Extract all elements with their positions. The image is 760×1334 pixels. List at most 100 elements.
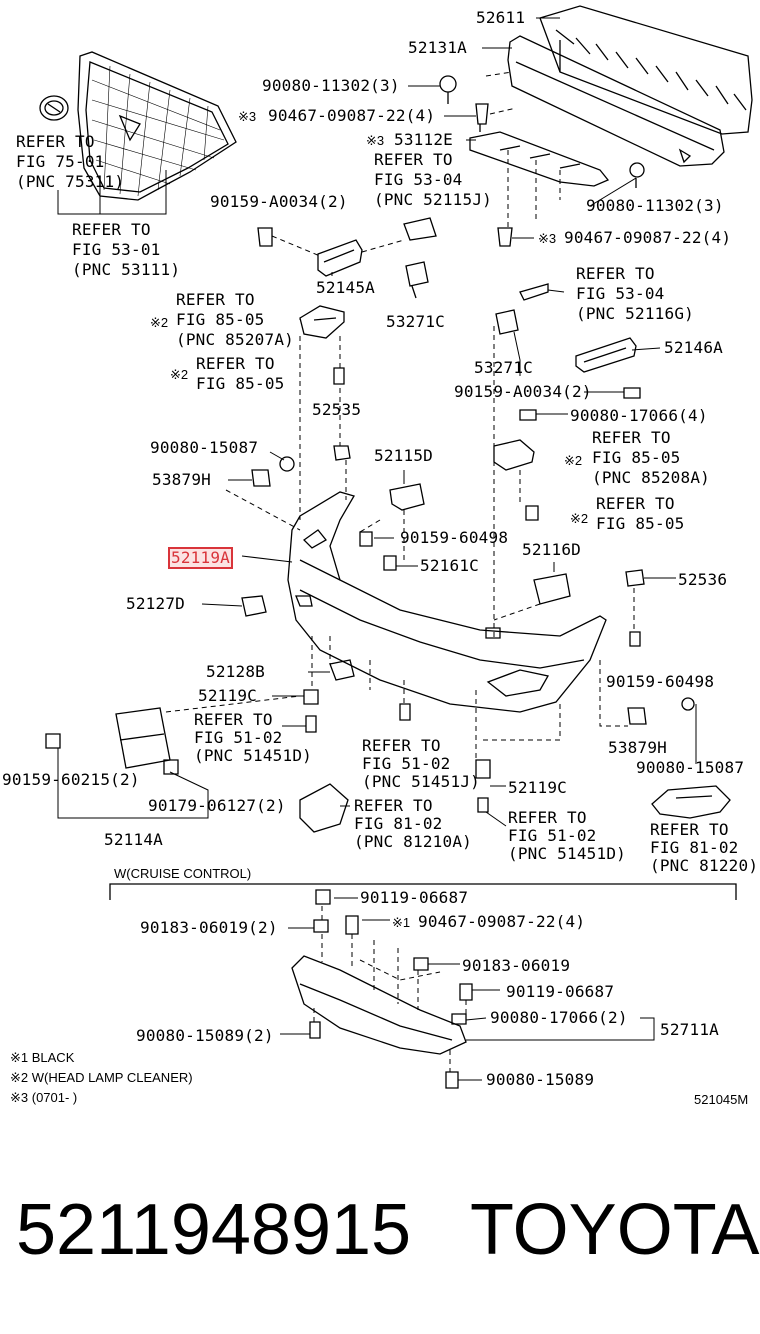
ref-fig51-02-b-1: REFER TO	[362, 736, 441, 755]
label-nut-17066-a: 90080-17066(4)	[570, 406, 708, 425]
ref-fig53-04-b-1: REFER TO	[576, 264, 655, 283]
label-screw-60498-b: 90159-60498	[606, 672, 715, 691]
footnote-1: ※1 BLACK	[10, 1050, 75, 1065]
ref-fig85-05-a-2: FIG 85-05	[176, 310, 265, 329]
ref-fig81-02-b-3: (PNC 81220)	[650, 856, 759, 875]
label-52131a: 52131A	[408, 38, 467, 57]
ref-fig85-05-c-3: (PNC 85208A)	[592, 468, 710, 487]
ref-fig85-05-c-1: REFER TO	[592, 428, 671, 447]
label-52119a-highlighted[interactable]: 52119A	[168, 547, 233, 569]
ref-fig81-02-a-2: FIG 81-02	[354, 814, 443, 833]
diagram-drawing	[39, 5, 753, 1089]
label-nut-06019-a: 90183-06019(2)	[140, 918, 278, 937]
ref-fig81-02-a-1: REFER TO	[354, 796, 433, 815]
label-52115d: 52115D	[374, 446, 433, 465]
label-53271c-b: 53271C	[474, 358, 533, 377]
ref-fig85-05-a-1: REFER TO	[176, 290, 255, 309]
ref-fig81-02-b-1: REFER TO	[650, 820, 729, 839]
note-mark-2d: ※2	[570, 511, 589, 526]
ref-fig75-2: FIG 75-01	[16, 152, 105, 171]
label-52536: 52536	[678, 570, 728, 589]
label-53271c-a: 53271C	[386, 312, 445, 331]
ref-fig53-04-a-1: REFER TO	[374, 150, 453, 169]
ref-fig85-05-d-2: FIG 85-05	[596, 514, 685, 533]
label-52146a: 52146A	[664, 338, 723, 357]
label-53879h-b: 53879H	[608, 738, 667, 757]
label-52116d: 52116D	[522, 540, 581, 559]
footnote-3: ※3 (0701- )	[10, 1090, 78, 1105]
label-52119c-a: 52119C	[198, 686, 257, 705]
label-screw-15089-left: 90080-15089(2)	[136, 1026, 274, 1045]
bumper-cover-drawing	[287, 491, 607, 713]
label-52535: 52535	[312, 400, 362, 419]
note-mark-1: ※1	[392, 915, 411, 930]
energy-absorber-drawing	[539, 5, 753, 135]
label-nut-17066-b: 90080-17066(2)	[490, 1008, 628, 1027]
label-screw-a34-left: 90159-A0034(2)	[210, 192, 348, 211]
note-mark-2a: ※2	[150, 315, 169, 330]
figure-code: 521045M	[694, 1092, 749, 1107]
label-screw-15089-right: 90080-15089	[486, 1070, 595, 1089]
brand-name: TOYOTA	[470, 1190, 760, 1270]
label-clip-bottom: 90467-09087-22(4)	[418, 912, 586, 931]
ref-fig85-05-b-1: REFER TO	[196, 354, 275, 373]
label-52711a: 52711A	[660, 1020, 719, 1039]
label-52145a: 52145A	[316, 278, 375, 297]
label-screw-60215: 90159-60215(2)	[2, 770, 140, 789]
label-52161c: 52161C	[420, 556, 479, 575]
ref-fig51-02-a-2: FIG 51-02	[194, 728, 283, 747]
label-52114a: 52114A	[104, 830, 163, 849]
label-52127d: 52127D	[126, 594, 185, 613]
ref-fig53-04-b-3: (PNC 52116G)	[576, 304, 694, 323]
note-mark-3b: ※3	[366, 133, 385, 148]
ref-fig85-05-b-2: FIG 85-05	[196, 374, 285, 393]
ref-fig75-3: (PNC 75311)	[16, 172, 125, 191]
emblem-drawing	[39, 95, 69, 121]
ref-fig53-04-a-3: (PNC 52115J)	[374, 190, 492, 209]
note-mark-3c: ※3	[538, 231, 557, 246]
label-bolt-06687-a: 90119-06687	[360, 888, 469, 907]
ref-fig53-01-2: FIG 53-01	[72, 240, 161, 259]
grille-drawing	[77, 51, 237, 201]
parts-diagram: 52611 52131A 90080-11302(3) ※3 90467-090…	[2, 5, 759, 1107]
label-clip-right: 90467-09087-22(4)	[564, 228, 732, 247]
ref-fig85-05-d-1: REFER TO	[596, 494, 675, 513]
ref-fig53-01-3: (PNC 53111)	[72, 260, 181, 279]
ref-fig53-04-a-2: FIG 53-04	[374, 170, 463, 189]
label-bolt-top: 90080-11302(3)	[262, 76, 400, 95]
ref-fig75-1: REFER TO	[16, 132, 95, 151]
ref-fig51-02-b-2: FIG 51-02	[362, 754, 451, 773]
ref-fig51-02-c-3: (PNC 51451D)	[508, 844, 626, 863]
ref-fig51-02-a-3: (PNC 51451D)	[194, 746, 312, 765]
ref-fig53-01-1: REFER TO	[72, 220, 151, 239]
under-cover-drawing	[291, 955, 467, 1055]
note-mark-3a: ※3	[238, 109, 257, 124]
label-53112e: 53112E	[394, 130, 453, 149]
ref-fig51-02-a-1: REFER TO	[194, 710, 273, 729]
part-number: 5211948915	[16, 1190, 412, 1270]
label-52119c-b: 52119C	[508, 778, 567, 797]
retainer-drawing	[469, 131, 610, 187]
label-screw-a34-right: 90159-A0034(2)	[454, 382, 592, 401]
ref-fig53-04-b-2: FIG 53-04	[576, 284, 665, 303]
label-screw-15087-left: 90080-15087	[150, 438, 259, 457]
label-bolt-right: 90080-11302(3)	[586, 196, 724, 215]
reinforcement-drawing	[507, 35, 725, 167]
label-52611: 52611	[476, 8, 526, 27]
part-footer: 5211948915 TOYOTA	[0, 1190, 760, 1280]
label-nut-06019-b: 90183-06019	[462, 956, 571, 975]
note-mark-2c: ※2	[564, 453, 583, 468]
label-bolt-06687-b: 90119-06687	[506, 982, 615, 1001]
label-cruise-control: W(CRUISE CONTROL)	[114, 866, 252, 881]
ref-fig51-02-c-2: FIG 51-02	[508, 826, 597, 845]
label-52128b: 52128B	[206, 662, 265, 681]
ref-fig51-02-b-3: (PNC 51451J)	[362, 772, 480, 791]
footnote-2: ※2 W(HEAD LAMP CLEANER)	[10, 1070, 193, 1085]
label-clip-top: 90467-09087-22(4)	[268, 106, 436, 125]
ref-fig85-05-c-2: FIG 85-05	[592, 448, 681, 467]
label-screw-60498-a: 90159-60498	[400, 528, 509, 547]
ref-fig85-05-a-3: (PNC 85207A)	[176, 330, 294, 349]
note-mark-2b: ※2	[170, 367, 189, 382]
label-screw-15087-right: 90080-15087	[636, 758, 745, 777]
label-53879h-a: 53879H	[152, 470, 211, 489]
